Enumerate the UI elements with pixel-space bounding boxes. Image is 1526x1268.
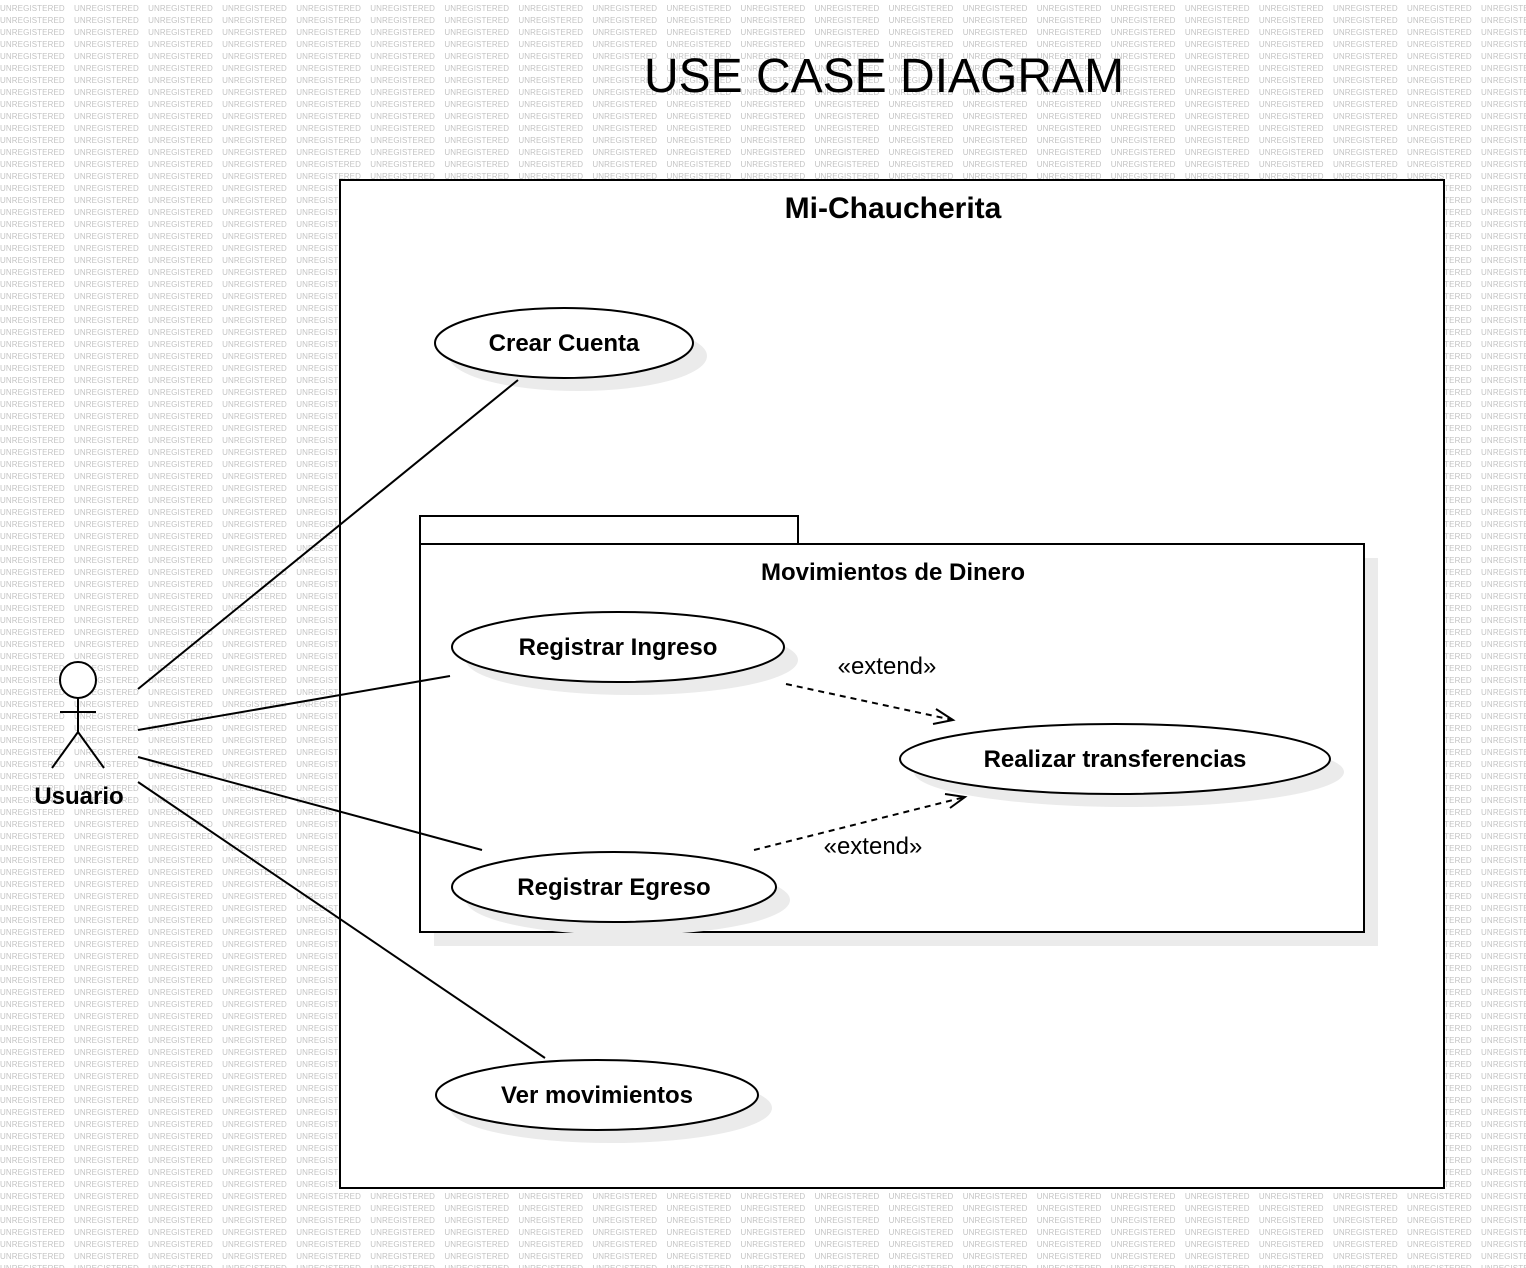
use-case-ellipse bbox=[434, 307, 694, 379]
association-registrar-egreso[interactable] bbox=[137, 756, 483, 851]
extend-arrowhead bbox=[944, 793, 968, 809]
use-case-ellipse bbox=[899, 723, 1331, 795]
use-case-ellipse bbox=[435, 1059, 759, 1131]
extend-line bbox=[753, 796, 966, 851]
association-ver-movimientos[interactable] bbox=[137, 781, 546, 1059]
use-case-label: Registrar Egreso bbox=[517, 874, 710, 901]
use-case-registrar-ingreso[interactable]: Registrar Ingreso bbox=[451, 611, 798, 695]
use-case-label: Ver movimientos bbox=[501, 1082, 693, 1109]
use-case-crear-cuenta[interactable]: Crear Cuenta bbox=[434, 307, 707, 391]
association-crear-cuenta[interactable] bbox=[137, 379, 519, 690]
actor-right-leg bbox=[77, 731, 105, 769]
extend-arrowhead bbox=[932, 708, 956, 725]
package-tab bbox=[419, 515, 799, 545]
extend-label-2: «extend» bbox=[824, 833, 923, 860]
diagram-title: USE CASE DIAGRAM bbox=[644, 50, 1124, 103]
actor-head bbox=[59, 661, 97, 699]
system-boundary-title: Mi-Chaucherita bbox=[785, 192, 1002, 225]
use-case-ellipse bbox=[451, 851, 777, 923]
extend-relation-ingreso[interactable] bbox=[785, 683, 956, 725]
use-case-label: Crear Cuenta bbox=[489, 330, 640, 357]
use-case-registrar-egreso[interactable]: Registrar Egreso bbox=[451, 851, 790, 935]
use-case-realizar-transferencias[interactable]: Realizar transferencias bbox=[899, 723, 1344, 807]
use-case-ver-movimientos[interactable]: Ver movimientos bbox=[435, 1059, 772, 1143]
use-case-label: Realizar transferencias bbox=[984, 746, 1247, 773]
package-title: Movimientos de Dinero bbox=[761, 559, 1025, 586]
extend-relation-egreso[interactable] bbox=[753, 793, 968, 851]
use-case-label: Registrar Ingreso bbox=[519, 634, 718, 661]
actor-label: Usuario bbox=[34, 783, 123, 810]
actor-usuario[interactable]: Usuario bbox=[34, 661, 124, 810]
use-case-ellipse bbox=[451, 611, 785, 683]
association-registrar-ingreso[interactable] bbox=[137, 675, 451, 731]
extend-label-1: «extend» bbox=[838, 653, 937, 680]
actor-left-leg bbox=[51, 731, 79, 769]
